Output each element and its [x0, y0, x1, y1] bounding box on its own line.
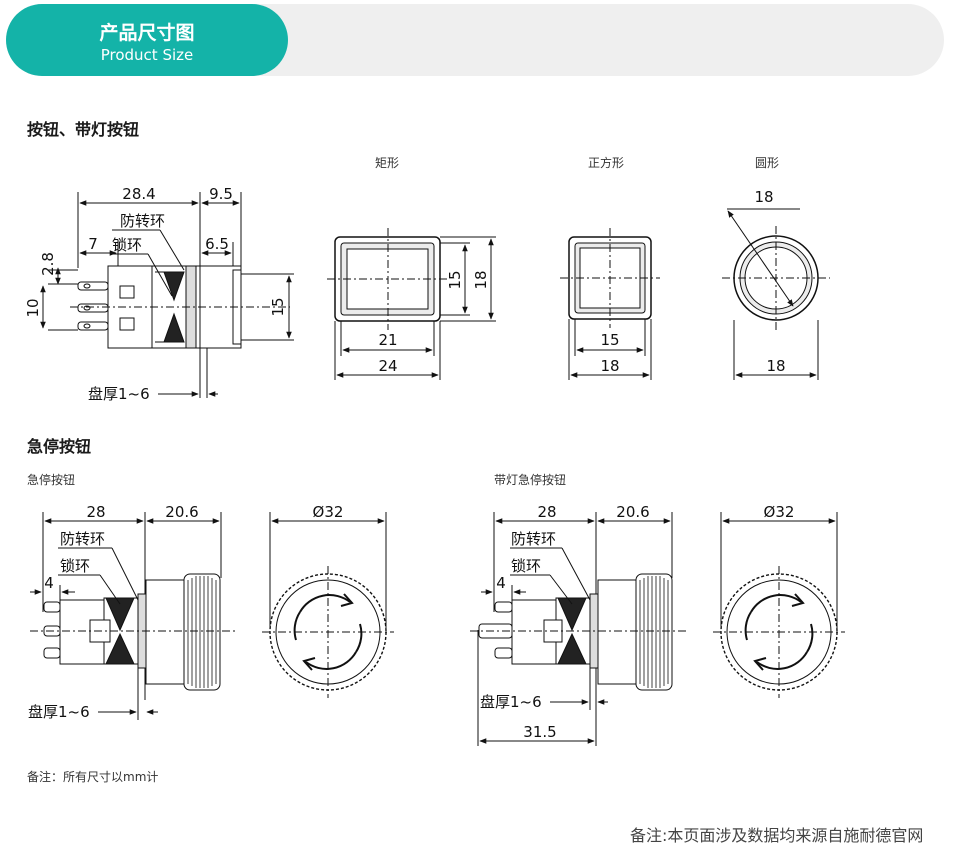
label-esl-anti-rotation-ring: 防转环	[511, 530, 556, 548]
section-title-emergency: 急停按钮	[27, 437, 92, 456]
square-front-view	[560, 228, 660, 380]
dim-pb-head: 9.5	[209, 185, 233, 203]
emergency-front-view	[262, 512, 394, 698]
label-esl-lock-ring: 锁环	[511, 557, 541, 575]
dim-esl-head: 20.6	[616, 503, 649, 521]
dim-es-diameter: Ø32	[313, 503, 344, 521]
dim-esl-length: 28	[537, 503, 556, 521]
unit-note: 备注：所有尺寸以mm计	[27, 770, 159, 784]
emergency-lit-front-view	[713, 512, 845, 698]
dim-esl-total: 31.5	[523, 723, 556, 741]
dim-esl-diameter: Ø32	[764, 503, 795, 521]
banner-title: 产品尺寸图	[99, 22, 195, 44]
label-lock-ring: 锁环	[112, 236, 142, 254]
label-anti-rotation-ring: 防转环	[120, 212, 165, 230]
dim-pb-flange: 6.5	[205, 235, 229, 253]
caption-emergency-lit: 带灯急停按钮	[494, 473, 567, 487]
dim-es-pin: 4	[44, 574, 54, 592]
label-es-anti-rotation-ring: 防转环	[60, 530, 105, 548]
caption-round: 圆形	[755, 156, 780, 170]
label-es-lock-ring: 锁环	[60, 557, 90, 575]
caption-emergency-plain: 急停按钮	[27, 473, 76, 487]
dim-es-length: 28	[86, 503, 105, 521]
dim-esl-pin: 4	[496, 574, 506, 592]
dim-pb-length: 28.4	[122, 185, 155, 203]
banner-subtitle: Product Size	[100, 46, 194, 64]
dim-pb-pin: 7	[88, 235, 98, 253]
rect-front-view	[327, 228, 496, 380]
label-es-panel-thickness: 盘厚1~6	[28, 703, 90, 721]
dim-rect-outer-width: 24	[378, 357, 397, 375]
dim-rect-inner-width: 21	[378, 331, 397, 349]
dim-pb-15: 15	[269, 297, 287, 316]
dim-rect-inner-height: 15	[446, 270, 464, 289]
dim-pb-2-8: 2.8	[39, 252, 57, 276]
source-note: 备注:本页面涉及数据均来源自施耐德官网	[630, 826, 924, 845]
title-pill: 产品尺寸图 Product Size	[6, 4, 288, 76]
caption-rect: 矩形	[375, 156, 400, 170]
dim-round-bottom: 18	[766, 357, 785, 375]
dim-pb-10: 10	[24, 298, 42, 317]
section-title-pushbutton: 按钮、带灯按钮	[27, 120, 140, 139]
dim-es-head: 20.6	[165, 503, 198, 521]
caption-square: 正方形	[588, 156, 625, 170]
label-esl-panel-thickness: 盘厚1~6	[480, 693, 542, 711]
emergency-side-view	[30, 512, 235, 720]
dim-square-inner: 15	[600, 331, 619, 349]
pushbutton-side-view	[40, 192, 294, 398]
round-front-view	[722, 208, 830, 380]
dim-round-top: 18	[754, 188, 773, 206]
dim-rect-outer-height: 18	[472, 270, 490, 289]
label-panel-thickness: 盘厚1~6	[88, 385, 150, 403]
emergency-lit-side-view	[470, 512, 686, 746]
dim-square-outer: 18	[600, 357, 619, 375]
